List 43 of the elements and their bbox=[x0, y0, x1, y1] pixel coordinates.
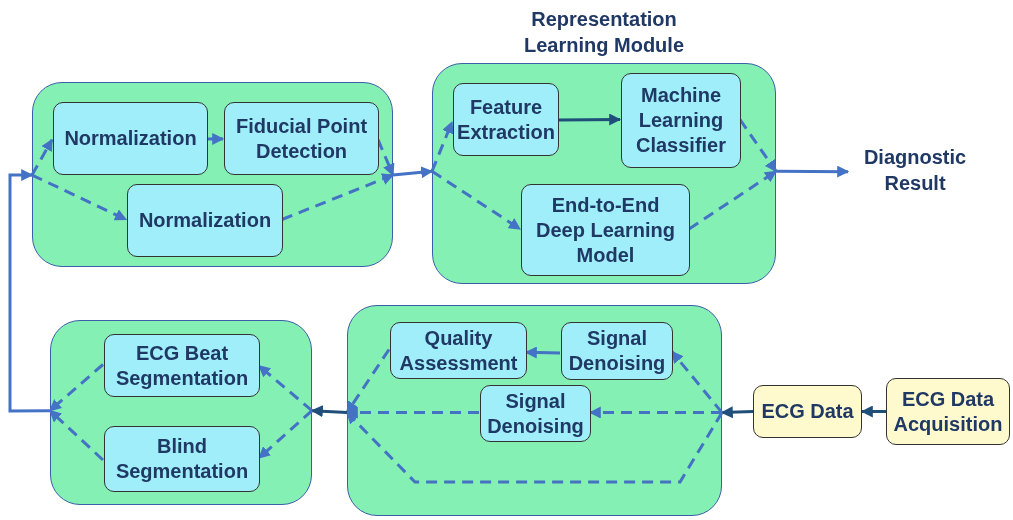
module-panel bbox=[50, 320, 312, 505]
process-box: End-to-End Deep Learning Model bbox=[521, 184, 690, 276]
process-box: Machine Learning Classifier bbox=[621, 73, 741, 168]
process-box: Fiducial Point Detection bbox=[224, 102, 379, 175]
arrow bbox=[310, 405, 348, 418]
dashed-arrow bbox=[376, 139, 395, 177]
dashed-arrow bbox=[431, 170, 521, 231]
process-box: Signal Denoising bbox=[480, 385, 591, 442]
process-box: Feature Extraction bbox=[453, 83, 559, 156]
arrow bbox=[392, 166, 434, 179]
process-box: ECG Data bbox=[753, 385, 862, 438]
process-box: Quality Assessment bbox=[390, 322, 527, 379]
process-box: Blind Segmentation bbox=[104, 426, 260, 492]
process-box: ECG Beat Segmentation bbox=[104, 334, 260, 397]
dashed-arrow bbox=[31, 173, 128, 221]
process-box: ECG Data Acquisition bbox=[886, 378, 1010, 445]
arrow bbox=[8, 169, 50, 413]
module-panel bbox=[32, 82, 393, 267]
module-title: Representation Learning Module bbox=[523, 7, 685, 58]
arrow bbox=[558, 113, 622, 126]
dashed-arrow bbox=[345, 411, 724, 484]
arrow bbox=[720, 406, 754, 419]
dashed-arrow bbox=[258, 409, 313, 460]
dashed-arrow bbox=[49, 363, 104, 412]
dashed-arrow bbox=[281, 173, 395, 221]
dashed-arrow bbox=[738, 118, 778, 173]
dashed-arrow bbox=[345, 348, 391, 414]
dashed-arrow bbox=[588, 406, 722, 419]
dashed-arrow bbox=[30, 138, 54, 176]
process-box: Normalization bbox=[127, 184, 283, 257]
output-text: Diagnostic Result bbox=[848, 142, 982, 198]
dashed-arrow bbox=[430, 121, 454, 172]
process-box: Signal Denoising bbox=[561, 322, 673, 380]
arrow bbox=[860, 405, 886, 418]
module-panel bbox=[347, 305, 722, 516]
dashed-arrow bbox=[670, 350, 724, 414]
dashed-arrow bbox=[688, 170, 777, 231]
arrow bbox=[776, 165, 850, 178]
dashed-arrow bbox=[258, 364, 313, 412]
dashed-arrow bbox=[48, 409, 105, 462]
arrow bbox=[524, 346, 561, 359]
process-box: Normalization bbox=[53, 102, 208, 175]
arrow bbox=[207, 132, 225, 145]
